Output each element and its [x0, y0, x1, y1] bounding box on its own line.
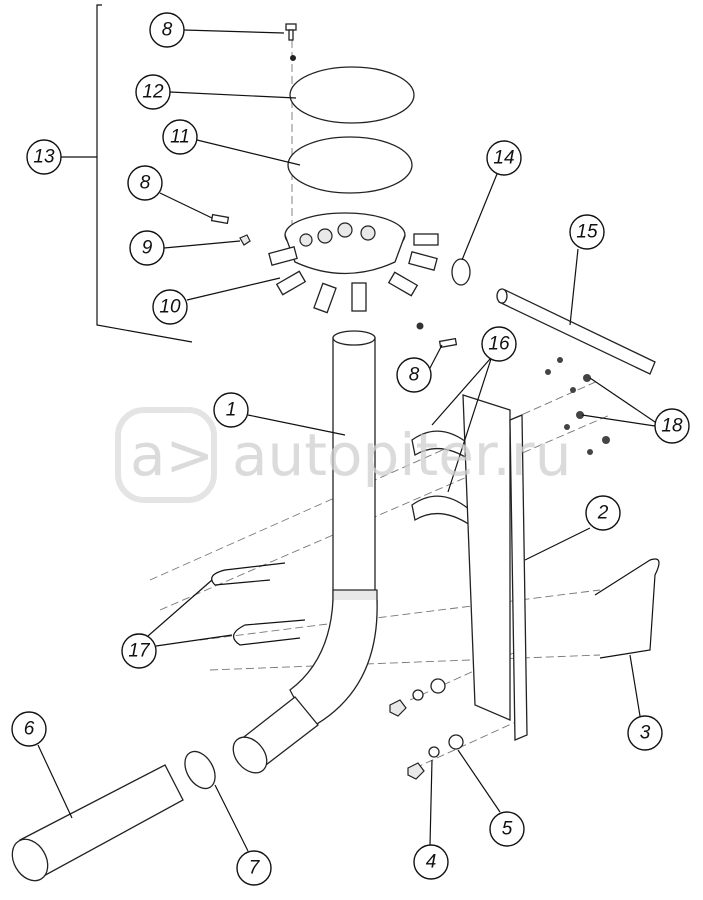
svg-text:2: 2 — [597, 503, 609, 524]
bolt-top — [285, 23, 297, 61]
svg-text:11: 11 — [170, 127, 190, 148]
svg-text:9: 9 — [142, 238, 153, 259]
callout-4: 4 — [413, 844, 449, 880]
callout-2: 2 — [585, 495, 621, 531]
callout-14: 14 — [486, 140, 522, 176]
u-bolt-17a — [211, 562, 286, 586]
callout-1: 1 — [213, 392, 249, 428]
callout-9: 9 — [129, 230, 165, 266]
svg-text:6: 6 — [24, 719, 35, 740]
svg-text:10: 10 — [159, 297, 181, 318]
channel-2 — [462, 394, 511, 721]
callout-17: 17 — [121, 633, 157, 669]
svg-text:8: 8 — [409, 365, 420, 386]
callout-15: 15 — [569, 214, 605, 250]
callout-8-top: 8 — [149, 12, 185, 48]
assembly-bracket — [96, 4, 193, 343]
rod-15 — [498, 289, 656, 375]
hose-clamp-7 — [184, 750, 216, 790]
u-bolt-3 — [594, 558, 660, 659]
callout-5: 5 — [489, 811, 525, 847]
svg-text:1: 1 — [226, 400, 237, 421]
callout-18: 18 — [654, 408, 690, 444]
svg-text:12: 12 — [142, 82, 164, 103]
cover-plate-12 — [289, 66, 415, 124]
clamp-ring-14 — [451, 258, 471, 286]
svg-text:4: 4 — [426, 852, 437, 873]
svg-text:17: 17 — [128, 641, 151, 662]
svg-text:16: 16 — [488, 334, 510, 355]
nuts-washers — [389, 678, 464, 780]
svg-text:18: 18 — [661, 416, 683, 437]
callout-8-mid: 8 — [396, 357, 432, 393]
svg-text:8: 8 — [162, 20, 173, 41]
svg-text:7: 7 — [249, 858, 261, 879]
pipe-1 — [232, 330, 378, 774]
gasket-plate-11 — [287, 136, 413, 194]
bracket-16b — [411, 495, 471, 527]
svg-text:13: 13 — [33, 147, 55, 168]
hose-6 — [11, 764, 184, 882]
callout-10: 10 — [152, 289, 188, 325]
svg-text:14: 14 — [493, 148, 514, 169]
u-bolt-17b — [233, 619, 306, 646]
svg-text:15: 15 — [576, 222, 598, 243]
svg-text:8: 8 — [140, 173, 151, 194]
callout-8-left: 8 — [127, 165, 163, 201]
callout-11: 11 — [162, 119, 198, 155]
nuts-18 — [545, 357, 610, 455]
watermark: a> autopiter.ru — [115, 407, 571, 503]
svg-text:5: 5 — [502, 819, 513, 840]
callout-13: 13 — [26, 139, 62, 175]
callout-3: 3 — [627, 715, 663, 751]
callout-12: 12 — [135, 74, 171, 110]
callout-16: 16 — [481, 326, 517, 362]
callout-6: 6 — [11, 711, 47, 747]
distributor-head — [268, 212, 439, 314]
watermark-logo: a> — [130, 421, 214, 489]
callout-7: 7 — [236, 850, 272, 886]
watermark-text: autopiter.ru — [232, 421, 571, 489]
leader-lines — [37, 29, 656, 852]
svg-text:3: 3 — [640, 723, 651, 744]
